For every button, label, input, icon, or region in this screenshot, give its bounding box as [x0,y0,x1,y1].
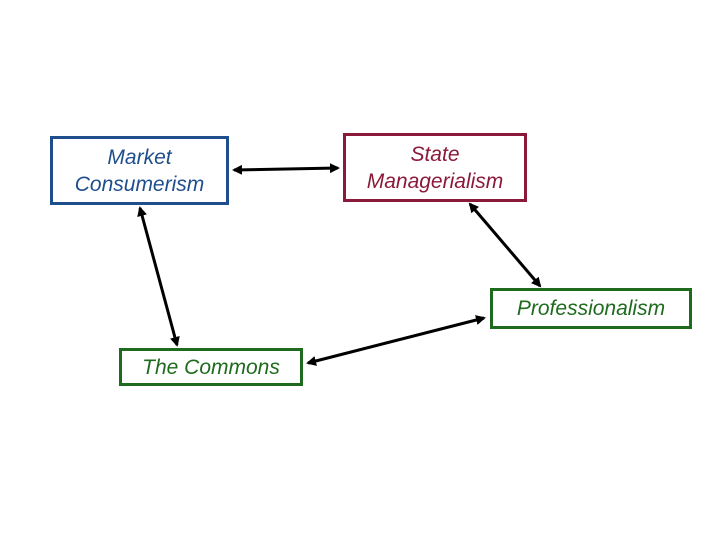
node-label: The Commons [142,355,280,379]
node-the-commons: The Commons [119,348,303,386]
connector-commons-market [137,206,180,347]
connector-professionalism-commons [306,315,486,366]
node-label: State Managerialism [366,142,504,193]
node-professionalism: Professionalism [490,288,692,329]
node-label: Market Consumerism [74,145,205,196]
connector-state-professionalism [468,202,542,288]
connector-market-state [232,163,340,175]
node-label: Professionalism [516,297,666,320]
node-state-managerialism: State Managerialism [343,133,527,202]
node-market-consumerism: Market Consumerism [50,136,229,205]
